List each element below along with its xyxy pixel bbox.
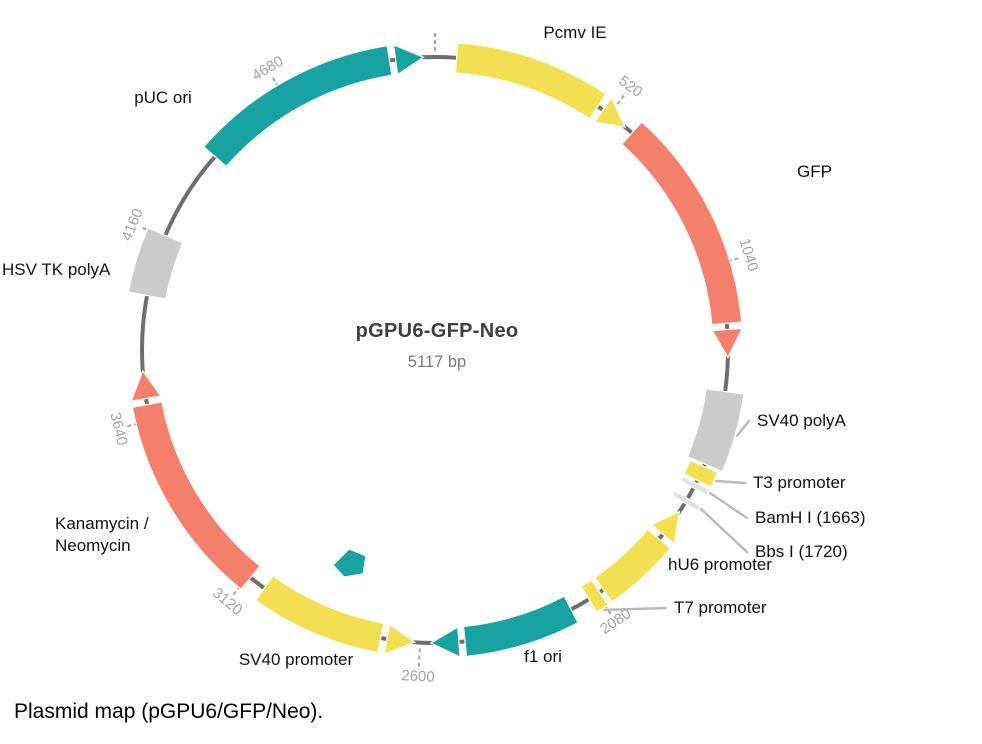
hsv-tk-polya-shape bbox=[127, 227, 184, 300]
t3-promoter-label: T3 promoter bbox=[753, 473, 846, 492]
plasmid-title: pGPU6-GFP-Neo bbox=[356, 320, 519, 342]
tick-label-4680: 4680 bbox=[249, 53, 286, 85]
t7-promoter-leader-line bbox=[602, 606, 668, 612]
plasmid-size: 5117 bp bbox=[408, 353, 466, 371]
pcmv-ie-shape bbox=[454, 42, 627, 128]
sv40-promoter-label: SV40 promoter bbox=[239, 650, 354, 669]
t7-promoter-label: T7 promoter bbox=[674, 598, 767, 617]
bamhi-site-shape bbox=[679, 475, 711, 496]
feature-arcs-group bbox=[127, 42, 745, 658]
sv40-polya-shape bbox=[686, 388, 745, 473]
sv40-polya-leader-line bbox=[735, 419, 751, 438]
bbsi-site-shape bbox=[671, 490, 702, 512]
stray-arrowhead-shape bbox=[332, 548, 367, 578]
tick-label-2600: 2600 bbox=[401, 667, 435, 686]
hu6-promoter-shape bbox=[593, 510, 681, 603]
tick-label-3120: 3120 bbox=[209, 584, 246, 618]
bamhi-site-label: BamH I (1663) bbox=[755, 508, 866, 527]
tick-mark-2600 bbox=[417, 648, 421, 667]
pcmv-ie-label: Pcmv IE bbox=[543, 23, 606, 42]
sv40-promoter-shape bbox=[254, 575, 416, 655]
hu6-promoter-label: hU6 promoter bbox=[668, 555, 772, 574]
t3-promoter-leader-line bbox=[714, 479, 747, 485]
kanamycin-neomycin-label-line2: Neomycin bbox=[55, 536, 131, 555]
figure-caption: Plasmid map (pGPU6/GFP/Neo). bbox=[14, 700, 323, 723]
hsv-tk-polya-label: HSV TK polyA bbox=[2, 260, 111, 279]
tick-label-1040: 1040 bbox=[736, 236, 762, 273]
tick-label-520: 520 bbox=[615, 72, 645, 101]
puc-ori-shape bbox=[202, 43, 425, 168]
gfp-label: GFP bbox=[797, 162, 832, 181]
gfp-shape bbox=[620, 121, 744, 359]
kanamycin-neomycin-label-line1: Kanamycin / bbox=[55, 514, 149, 533]
bamhi-leader-line bbox=[708, 491, 749, 520]
t3-promoter-shape bbox=[683, 459, 719, 488]
puc-ori-label: pUC ori bbox=[134, 88, 192, 107]
f1-ori-label: f1 ori bbox=[524, 647, 562, 666]
tick-label-3640: 3640 bbox=[106, 411, 131, 447]
t7-promoter-shape bbox=[580, 579, 610, 613]
bbsi-site-label: Bbs I (1720) bbox=[755, 542, 848, 561]
leader-lines-group bbox=[602, 419, 751, 612]
f1-ori-shape bbox=[429, 595, 579, 658]
tick-label-4160: 4160 bbox=[118, 206, 147, 243]
sv40-polya-label: SV40 polyA bbox=[757, 411, 846, 430]
bbsi-leader-line bbox=[699, 507, 749, 554]
kan-neo-shape bbox=[130, 369, 261, 591]
